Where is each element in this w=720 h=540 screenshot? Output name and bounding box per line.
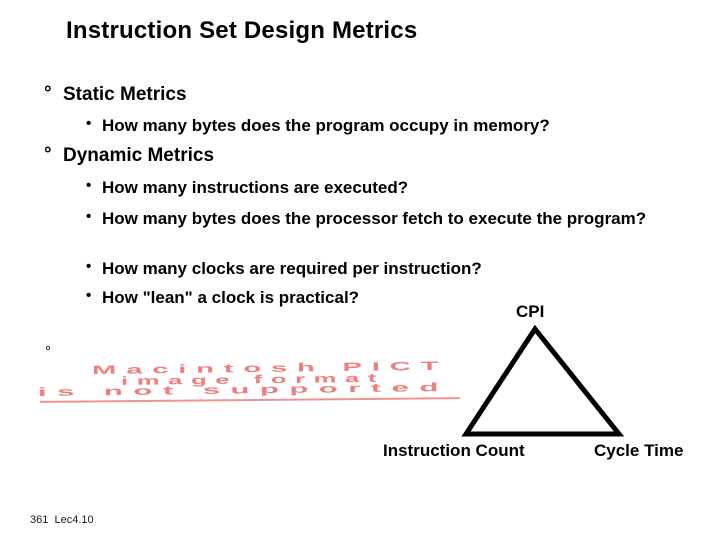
bullet-clocks-per-instruction: • How many clocks are required per instr… — [86, 257, 654, 280]
dot-bullet-icon: • — [86, 115, 92, 132]
slide-title: Instruction Set Design Metrics — [66, 17, 418, 44]
cpi-triangle — [461, 324, 625, 437]
dot-bullet-icon: • — [86, 287, 92, 304]
bullet-text: Dynamic Metrics — [63, 145, 215, 166]
bullet-text: How many instructions are executed? — [102, 178, 409, 197]
dot-bullet-icon: • — [86, 258, 92, 275]
bullet-text: Static Metrics — [63, 84, 187, 105]
instruction-count-label: Instruction Count — [383, 441, 525, 460]
bullet-text: How "lean" a clock is practical? — [102, 288, 360, 307]
bullet-bytes-fetch: • How many bytes does the processor fetc… — [86, 207, 654, 230]
degree-bullet-icon: ° — [44, 144, 52, 165]
cpi-label: CPI — [516, 302, 545, 321]
bullet-text: How many bytes does the program occupy i… — [102, 116, 550, 135]
bullet-bytes-memory: • How many bytes does the program occupy… — [86, 114, 654, 137]
bullet-text: How many bytes does the processor fetch … — [102, 209, 647, 228]
bullet-instructions-executed: • How many instructions are executed? — [86, 176, 654, 199]
dot-bullet-icon: • — [86, 208, 92, 225]
cycle-time-label: Cycle Time — [594, 441, 684, 460]
bullet-dynamic-metrics: ° Dynamic Metrics — [44, 144, 214, 167]
pict-placeholder-line: is not supported — [37, 379, 449, 399]
bullet-lean-clock: • How "lean" a clock is practical? — [86, 286, 654, 309]
bullet-text: How many clocks are required per instruc… — [102, 259, 482, 278]
slide-footer-label: 361 Lec4.10 — [30, 514, 94, 526]
degree-bullet-icon: ° — [44, 83, 52, 104]
bullet-static-metrics: ° Static Metrics — [44, 83, 187, 106]
degree-bullet-icon: ° — [45, 343, 51, 360]
dot-bullet-icon: • — [86, 177, 92, 194]
triangle-shape — [461, 324, 625, 437]
